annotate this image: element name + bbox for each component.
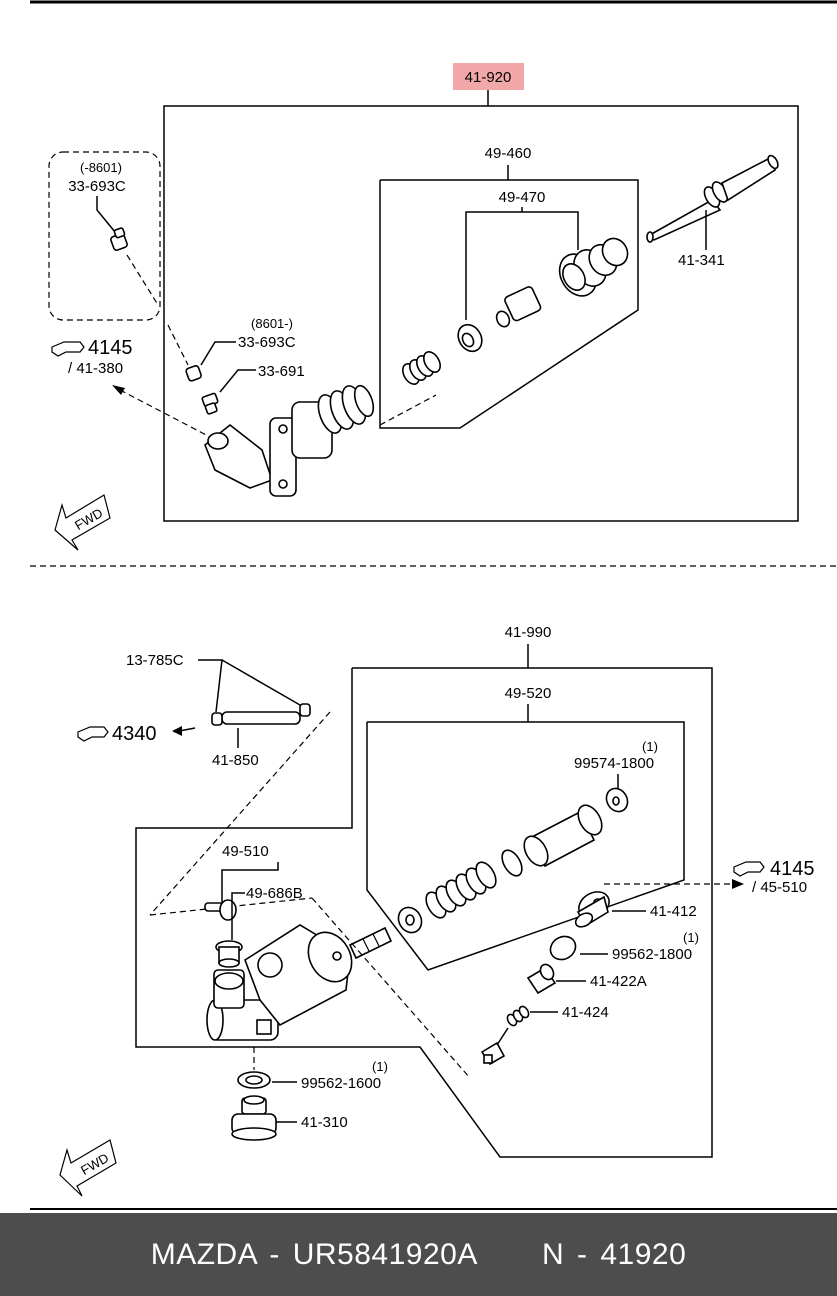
assembly-label-41-990[interactable]: 41-990	[505, 624, 552, 641]
bleeder-cap-old	[110, 227, 128, 251]
piston-part	[495, 286, 542, 328]
fwd-arrow-icon: FWD	[54, 494, 111, 551]
date-label-old: (-8601)	[80, 160, 122, 175]
ref-label-4340[interactable]: 4340	[112, 723, 157, 745]
kit-label-49-470[interactable]: 49-470	[499, 189, 546, 206]
valve-label-41-422a[interactable]: 41-422A	[590, 973, 647, 990]
washer-label-99562-1600[interactable]: 99562-1600	[301, 1075, 381, 1092]
date-label-new: (8601-)	[251, 316, 293, 331]
fwd-arrow-icon-bottom: FWD	[59, 1139, 117, 1197]
check-valve-spring-part	[506, 1005, 530, 1027]
return-spring-part	[425, 861, 497, 919]
fitting-label-49-686b[interactable]: 49-686B	[246, 885, 303, 902]
part-number-footer: MAZDA - UR5841920A N - 41920	[0, 1213, 837, 1296]
ref-sub-label-41-380[interactable]: / 41-380	[68, 360, 123, 377]
subassembly-label-49-520[interactable]: 49-520	[505, 685, 552, 702]
qty-label-kit: (1)	[642, 739, 658, 754]
hand-pointer-icon-4340	[77, 726, 109, 742]
push-rod-part	[646, 154, 779, 243]
retaining-ring-part	[605, 787, 629, 813]
part-label-33-693c-new[interactable]: 33-693C	[238, 334, 296, 351]
footer-brand-part: MAZDA - UR5841920A	[150, 1237, 478, 1271]
connector-label-49-510[interactable]: 49-510	[222, 843, 269, 860]
boot-part	[558, 237, 629, 297]
kit-frame-top	[379, 179, 639, 429]
ref-sub-label-45-510[interactable]: / 45-510	[752, 879, 807, 896]
spring-part	[402, 351, 441, 385]
part-label-33-693c-old[interactable]: 33-693C	[68, 178, 126, 195]
assembly-frame-top	[163, 105, 799, 522]
check-valve-part	[480, 1027, 509, 1066]
kit-label-99574-1800[interactable]: 99574-1800	[574, 755, 654, 772]
clip-label-13-785c[interactable]: 13-785C	[126, 652, 184, 669]
fwd-label-bottom: FWD	[78, 1150, 111, 1178]
grommet-part	[215, 940, 243, 968]
fwd-label-top: FWD	[72, 505, 105, 533]
qty-label-oring: (1)	[683, 930, 699, 945]
master-cylinder-body	[206, 924, 353, 1041]
oring-label-99562-1800[interactable]: 99562-1800	[612, 946, 692, 963]
parts-diagram: 41-920 49-460 49-470 41-341	[30, 0, 837, 1210]
washer-part	[237, 1071, 271, 1089]
rod-label-41-341[interactable]: 41-341	[678, 252, 725, 269]
assembly-frame-bottom	[135, 667, 713, 1158]
piston-bottom-part	[523, 804, 603, 868]
bleeder-cap-new	[185, 365, 202, 382]
assembly-label-41-920[interactable]: 41-920	[465, 69, 512, 86]
cup-bottom-part	[397, 906, 423, 934]
plug-label-41-310[interactable]: 41-310	[301, 1114, 348, 1131]
cup-seal-part	[457, 323, 483, 353]
reservoir-cap-part	[574, 891, 610, 928]
slave-cylinder-body	[204, 384, 375, 497]
cap-label-41-412[interactable]: 41-412	[650, 903, 697, 920]
bleeder-screw	[201, 392, 219, 415]
ref-label-4145-top[interactable]: 4145	[88, 337, 133, 359]
subassembly-label-49-460[interactable]: 49-460	[485, 145, 532, 162]
qty-label-washer: (1)	[372, 1059, 388, 1074]
seal-part	[501, 849, 523, 877]
oring-part	[549, 935, 577, 961]
hand-pointer-icon-4145-bottom	[733, 861, 765, 877]
spring-label-41-424[interactable]: 41-424	[562, 1004, 609, 1021]
bleeder-label-33-691[interactable]: 33-691	[258, 363, 305, 380]
footer-code: N - 41920	[542, 1237, 687, 1271]
hose-part	[211, 703, 311, 726]
plug-part	[231, 1095, 277, 1141]
valve-part	[526, 963, 557, 995]
hose-label-41-850[interactable]: 41-850	[212, 752, 259, 769]
old-version-callout	[48, 151, 161, 321]
kit-frame-bottom	[366, 721, 685, 971]
highlight-box	[453, 63, 524, 90]
outlet-fitting	[348, 926, 393, 960]
hand-pointer-icon	[51, 341, 85, 357]
ref-label-4145-bottom[interactable]: 4145	[770, 858, 815, 880]
